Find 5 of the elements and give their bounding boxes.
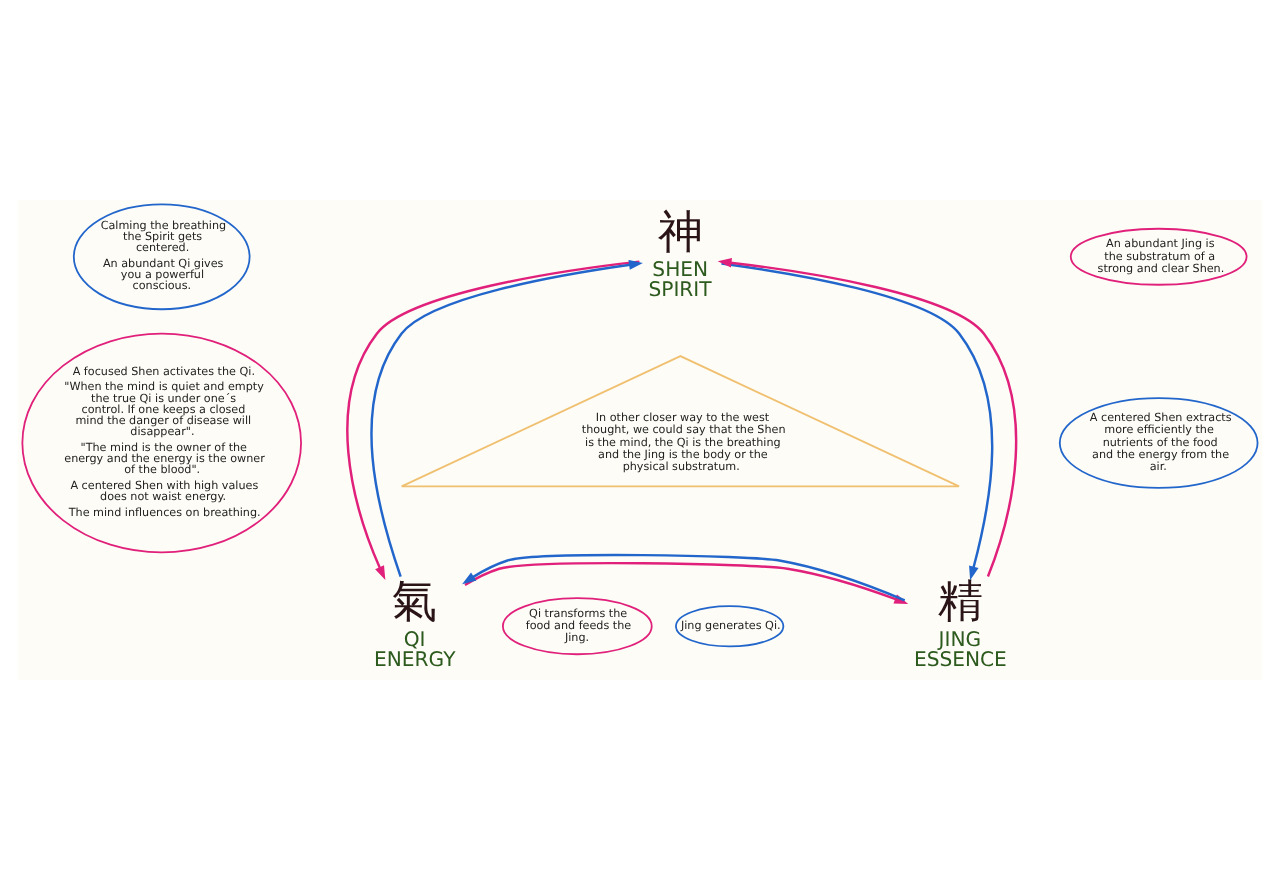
arrow xyxy=(464,561,909,604)
node-text: 氣 QI ENERGY xyxy=(373,576,456,672)
arrow xyxy=(462,553,906,602)
node-text: 精 JING ESSENCE xyxy=(913,576,1007,672)
node-text: 神 SHEN SPIRIT xyxy=(648,206,712,303)
